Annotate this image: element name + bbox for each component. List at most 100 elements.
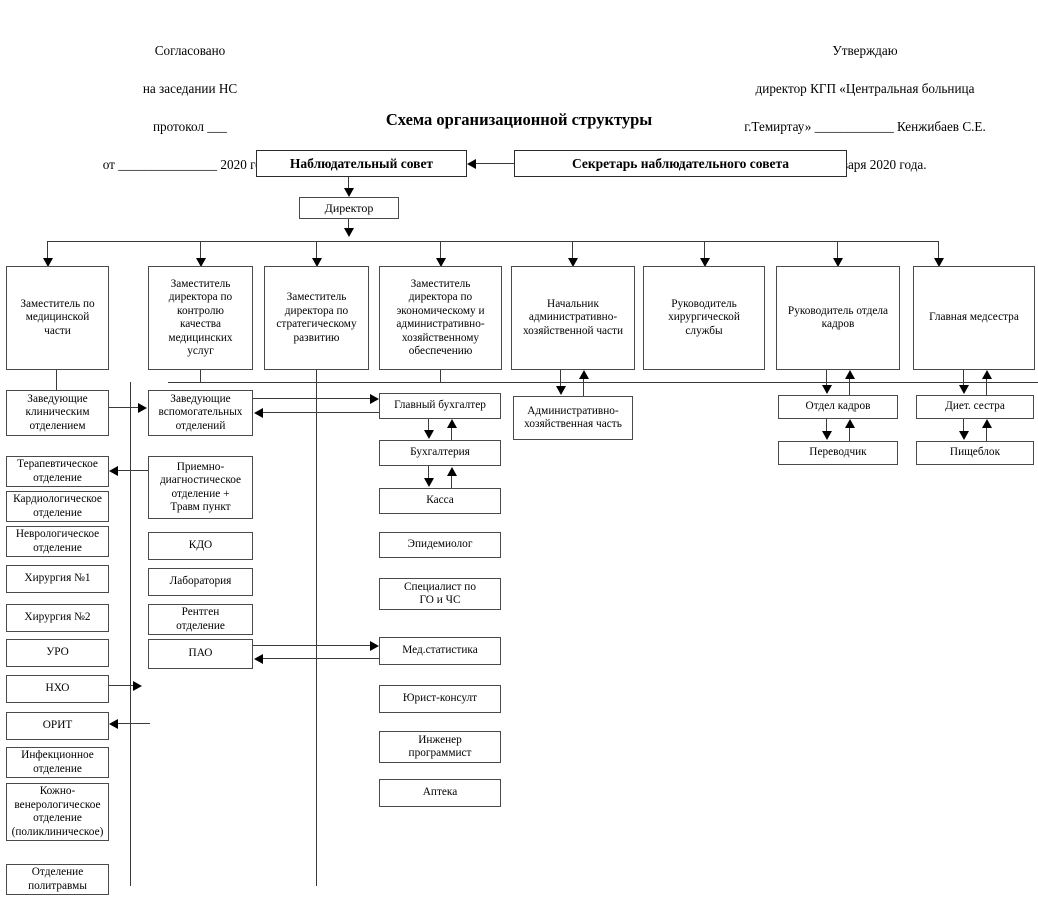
node-deputy-strategy[interactable]: Заместитель директора по стратегическому… xyxy=(264,266,369,370)
connector-admin-down xyxy=(560,370,562,387)
connector-statistics-to-pao xyxy=(263,658,379,660)
connector-auxiliary-to-accountant xyxy=(253,398,371,400)
connector-drop-5 xyxy=(572,241,574,260)
arrowhead-drop-5 xyxy=(567,258,578,267)
node-head-hr[interactable]: Руководитель отдела кадров xyxy=(776,266,900,370)
auxiliary-department-item[interactable]: Рентген отделение xyxy=(148,604,253,635)
arrowhead-nho-to-spine xyxy=(133,680,142,691)
arrowhead-admin-down xyxy=(555,386,566,395)
connector-director-down xyxy=(348,219,350,229)
arrowhead-admin-up xyxy=(578,370,589,379)
connector-board-to-director xyxy=(348,177,350,189)
clinical-department-item[interactable]: Неврологическое отделение xyxy=(6,526,109,557)
connector-spine-to-reception xyxy=(130,470,150,472)
node-deputy-medical[interactable]: Заместитель по медицинской части xyxy=(6,266,109,370)
connector-translator-up xyxy=(849,428,851,441)
node-director[interactable]: Директор xyxy=(299,197,399,219)
node-supervisory-board[interactable]: Наблюдательный совет xyxy=(256,150,467,177)
clinical-department-item[interactable]: Кардиологическое отделение xyxy=(6,491,109,522)
connector-accountant-to-accounting xyxy=(428,419,430,431)
arrowhead-accountant-to-accounting xyxy=(423,430,434,439)
arrowhead-translator-down xyxy=(821,431,832,440)
connector-strategy-spine xyxy=(316,382,318,886)
arrowhead-food-up xyxy=(981,419,992,428)
connector-spine-to-heads-auxiliary xyxy=(130,407,139,409)
connector-hr-down xyxy=(826,370,828,386)
connector-translator-down xyxy=(826,419,828,432)
clinical-department-item[interactable]: Отделение политравмы xyxy=(6,864,109,895)
node-epidemiologist[interactable]: Эпидемиолог xyxy=(379,532,501,558)
page-title: Схема организационной структуры xyxy=(385,110,653,129)
arrowhead-drop-2 xyxy=(195,258,206,267)
connector-drop-6 xyxy=(704,241,706,260)
arrowhead-cash-to-accounting xyxy=(446,467,457,476)
node-head-surgery[interactable]: Руководитель хирургической службы xyxy=(643,266,765,370)
connector-accountant-to-auxiliary xyxy=(263,412,379,414)
arrowhead-spine-to-therapeutic xyxy=(109,465,118,476)
arrowhead-accounting-to-accountant xyxy=(446,419,457,428)
clinical-department-item[interactable]: ОРИТ xyxy=(6,712,109,740)
clinical-department-item[interactable]: Инфекционное отделение xyxy=(6,747,109,778)
node-software-engineer[interactable]: Инженер программист xyxy=(379,731,501,763)
node-chief-accountant[interactable]: Главный бухгалтер xyxy=(379,393,501,419)
arrowhead-accountant-to-auxiliary xyxy=(254,407,263,418)
clinical-department-item[interactable]: УРО xyxy=(6,639,109,667)
connector-spine-to-orit xyxy=(118,723,150,725)
approval-block-right: Утверждаю директор КГП «Центральная боль… xyxy=(700,22,1030,193)
node-civil-defense-specialist[interactable]: Специалист по ГО и ЧС xyxy=(379,578,501,610)
connector-admin-up xyxy=(583,379,585,396)
clinical-department-item[interactable]: Хирургия №2 xyxy=(6,604,109,632)
arrowhead-drop-6 xyxy=(699,258,710,267)
approval-right-line-2: директор КГП «Центральная больница xyxy=(755,81,975,96)
node-accounting[interactable]: Бухгалтерия xyxy=(379,440,501,466)
node-admin-economic-part[interactable]: Административно- хозяйственная часть xyxy=(513,396,633,440)
connector-drop-7 xyxy=(837,241,839,260)
connector-accounting-to-accountant xyxy=(451,428,453,440)
clinical-department-item[interactable]: Кожно- венерологическое отделение (полик… xyxy=(6,783,109,841)
clinical-department-item[interactable]: Хирургия №1 xyxy=(6,565,109,593)
auxiliary-department-item[interactable]: ПАО xyxy=(148,639,253,669)
arrowhead-statistics-to-pao xyxy=(254,653,263,664)
arrowhead-director-down xyxy=(343,228,354,237)
node-heads-clinical[interactable]: Заведующие клиническим отделением xyxy=(6,390,109,436)
clinical-department-item[interactable]: Терапевтическое отделение xyxy=(6,456,109,487)
connector-quality-stub xyxy=(200,370,202,383)
node-hr-department[interactable]: Отдел кадров xyxy=(778,395,898,419)
arrowhead-board-to-director xyxy=(343,188,354,197)
node-med-statistics[interactable]: Мед.статистика xyxy=(379,637,501,665)
connector-nho-to-spine xyxy=(109,685,134,687)
connector-pao-to-statistics xyxy=(253,645,371,647)
arrowhead-drop-7 xyxy=(832,258,843,267)
connector-drop-3 xyxy=(316,241,318,260)
arrowhead-accounting-to-cash xyxy=(423,478,434,487)
arrowhead-clinical-to-auxiliary xyxy=(138,402,147,413)
clinical-department-item[interactable]: НХО xyxy=(6,675,109,703)
node-cash-desk[interactable]: Касса xyxy=(379,488,501,514)
arrowhead-auxiliary-to-accountant xyxy=(370,393,379,404)
node-deputy-economic[interactable]: Заместитель директора по экономическому … xyxy=(379,266,502,370)
connector-diet-down xyxy=(963,370,965,386)
arrowhead-drop-4 xyxy=(435,258,446,267)
connector-economic-stub xyxy=(440,370,442,383)
node-translator[interactable]: Переводчик xyxy=(778,441,898,465)
node-deputy-quality[interactable]: Заместитель директора по контролю качест… xyxy=(148,266,253,370)
node-dietary-nurse[interactable]: Диет. сестра xyxy=(916,395,1034,419)
node-board-secretary[interactable]: Секретарь наблюдательного совета xyxy=(514,150,847,177)
node-heads-auxiliary[interactable]: Заведующие вспомогательных отделений xyxy=(148,390,253,436)
connector-deputy-bus xyxy=(47,241,938,243)
connector-diet-up xyxy=(986,379,988,396)
connector-accounting-to-cash xyxy=(428,466,430,479)
node-chief-nurse[interactable]: Главная медсестра xyxy=(913,266,1035,370)
node-pharmacy[interactable]: Аптека xyxy=(379,779,501,807)
connector-second-rail xyxy=(168,382,1038,384)
approval-right-line-3: г.Темиртау» ____________ Кенжибаев С.Е. xyxy=(744,119,986,134)
arrowhead-hr-up xyxy=(844,370,855,379)
auxiliary-department-item[interactable]: КДО xyxy=(148,532,253,560)
auxiliary-department-item[interactable]: Лаборатория xyxy=(148,568,253,596)
auxiliary-department-item[interactable]: Приемно- диагностическое отделение + Тра… xyxy=(148,456,253,519)
node-head-admin[interactable]: Начальник административно- хозяйственной… xyxy=(511,266,635,370)
node-food-unit[interactable]: Пищеблок xyxy=(916,441,1034,465)
approval-left-line-1: Согласовано xyxy=(154,43,226,58)
node-legal-consultant[interactable]: Юрист-консулт xyxy=(379,685,501,713)
